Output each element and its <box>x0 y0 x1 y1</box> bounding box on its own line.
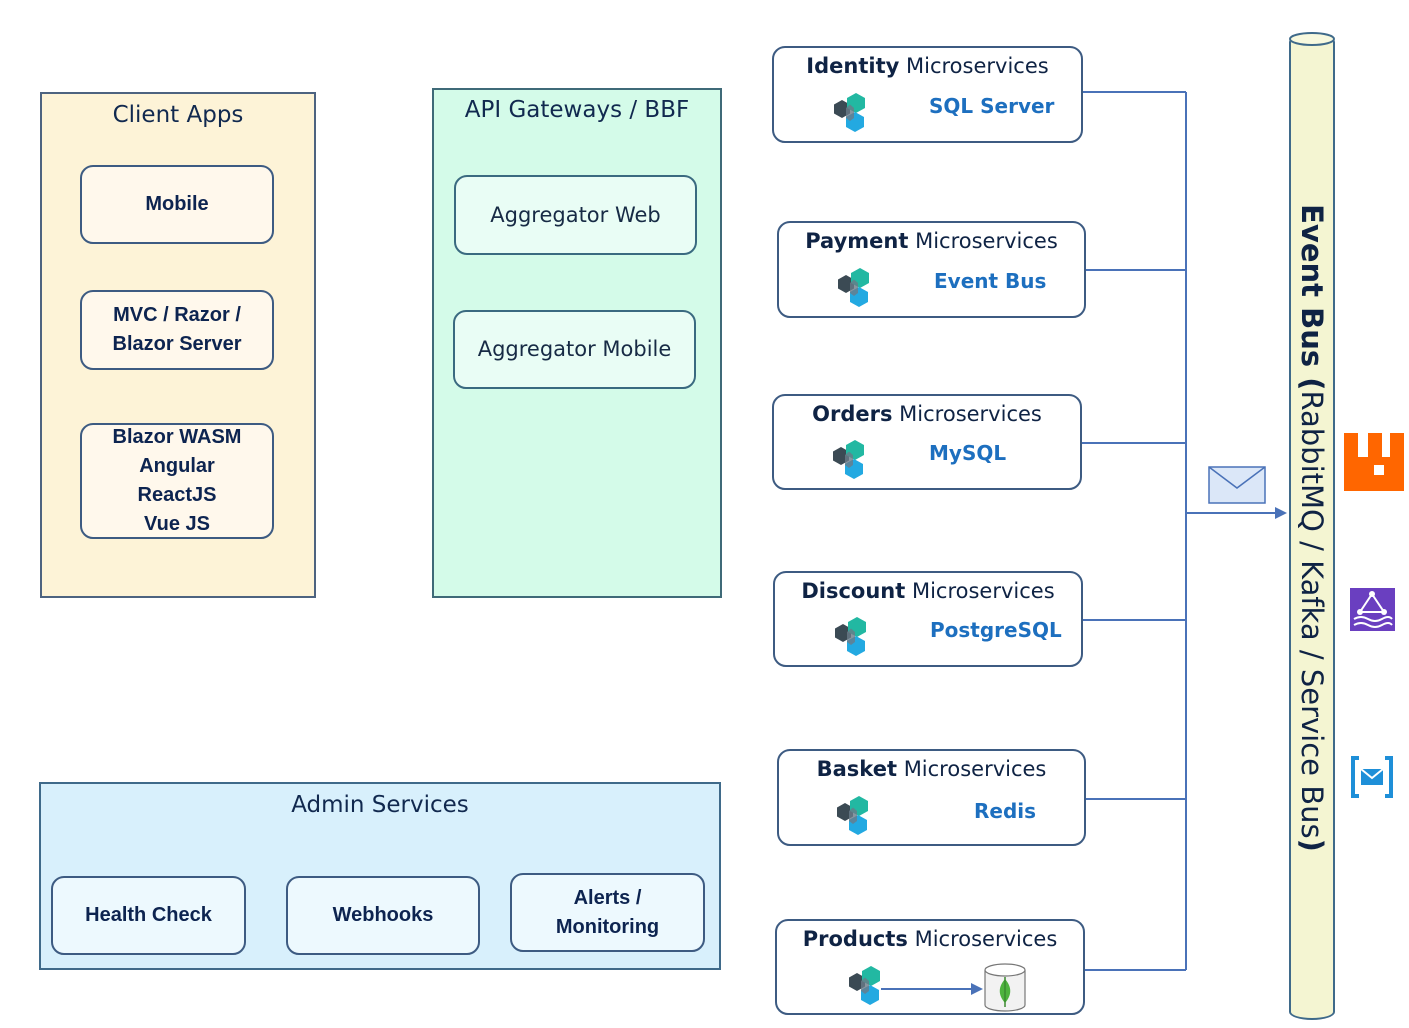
admin-line: Webhooks <box>332 904 434 926</box>
ms-title: Identity Microservices <box>806 54 1049 78</box>
service-bus-icon <box>1351 756 1393 798</box>
ms-title: Payment Microservices <box>805 229 1058 253</box>
microservice-hex-icon <box>834 93 865 132</box>
client-line: Blazor WASM <box>112 426 242 448</box>
ms-db-label: MySQL <box>929 441 1007 465</box>
ms-title: Orders Microservices <box>812 402 1042 426</box>
webhooks-box: Webhooks <box>286 876 480 955</box>
mobile-client-box: Mobile <box>80 165 274 244</box>
microservice-hex-icon <box>849 966 880 1005</box>
ms-title: Discount Microservices <box>801 579 1055 603</box>
envelope-icon <box>1208 466 1266 504</box>
products-db-arrow <box>881 983 983 995</box>
client-line: Vue JS <box>144 513 210 535</box>
health-check-box: Health Check <box>51 876 246 955</box>
spa-client-box: Blazor WASM Angular ReactJS Vue JS <box>80 423 274 539</box>
microservice-hex-icon <box>837 796 868 835</box>
aggregator-mobile-box: Aggregator Mobile <box>453 310 696 389</box>
ms-db-label: SQL Server <box>929 94 1055 118</box>
client-line: Mobile <box>145 193 209 215</box>
event-bus-cap <box>1289 32 1335 46</box>
client-line: ReactJS <box>137 484 217 506</box>
ms-db-label: Event Bus <box>934 269 1047 293</box>
client-line: Angular <box>139 455 215 477</box>
client-line: Blazor Server <box>112 333 242 355</box>
microservice-hex-icon <box>835 617 866 656</box>
admin-line: Alerts / <box>573 886 642 909</box>
mongodb-icon <box>984 963 1026 1012</box>
admin-line: Health Check <box>85 904 212 926</box>
products-microservice-box: Products Microservices <box>775 919 1085 1015</box>
ms-db-label: PostgreSQL <box>930 618 1062 642</box>
event-bus-cylinder <box>1289 34 1335 1020</box>
basket-microservice-box: Basket Microservices Redis <box>777 749 1086 846</box>
identity-microservice-box: Identity Microservices SQL Server <box>772 46 1083 143</box>
orders-microservice-box: Orders Microservices MySQL <box>772 394 1082 490</box>
ms-db-label: Redis <box>974 799 1037 823</box>
ms-title: Products Microservices <box>802 927 1058 951</box>
payment-microservice-box: Payment Microservices Event Bus <box>777 221 1086 318</box>
ms-title: Basket Microservices <box>816 757 1047 781</box>
rabbitmq-icon <box>1344 433 1404 491</box>
mvc-razor-client-box: MVC / Razor / Blazor Server <box>80 290 274 370</box>
admin-line: Monitoring <box>555 915 660 938</box>
alerts-monitoring-box: Alerts / Monitoring <box>510 873 705 952</box>
api-gateways-title: API Gateways / BBF <box>464 97 690 123</box>
kafka-icon <box>1350 588 1395 631</box>
microservice-hex-icon <box>833 440 864 479</box>
event-bus-label: Event Bus (RabbitMQ / Kafka / Service Bu… <box>1295 204 1329 852</box>
admin-services-title: Admin Services <box>291 792 469 818</box>
aggregator-web-box: Aggregator Web <box>454 175 697 255</box>
microservice-hex-icon <box>838 268 869 307</box>
client-apps-title: Client Apps <box>112 102 244 128</box>
client-line: MVC / Razor / <box>113 304 241 326</box>
discount-microservice-box: Discount Microservices PostgreSQL <box>773 571 1083 667</box>
